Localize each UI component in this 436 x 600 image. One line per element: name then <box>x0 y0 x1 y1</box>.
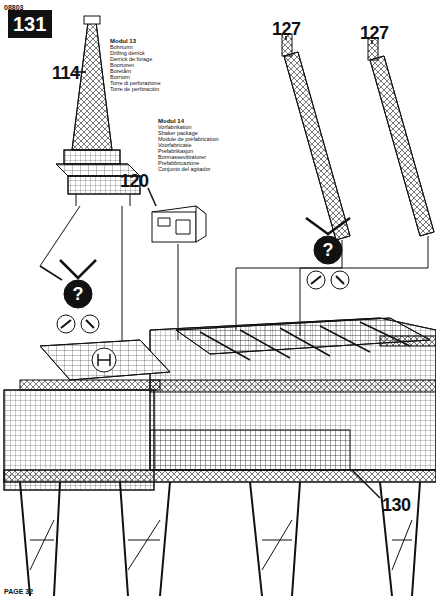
part-name: Boretårn <box>110 69 131 75</box>
part-name: Voorfabricatie <box>158 143 192 149</box>
part-name: Prefabrikasjon <box>158 149 193 155</box>
part-name: Boortoren <box>110 63 134 69</box>
callout-number: 130 <box>382 496 411 514</box>
callout-number: 120 <box>120 172 149 190</box>
page-number: PAGE 32 <box>4 588 33 595</box>
part-name: Vorfabrikation <box>158 125 192 131</box>
part-name: Torre di perforazione <box>110 81 160 87</box>
module-heading: Modul 13 <box>110 38 136 44</box>
part-name: Derrick de forage <box>110 57 152 63</box>
part-name: Bormassevibratorer <box>158 155 206 161</box>
part-name: Borrtorn <box>110 75 130 81</box>
question-mark: ? <box>323 241 334 259</box>
question-mark: ? <box>73 285 84 303</box>
part-name: Torre de perforación <box>110 87 159 93</box>
step-number: 131 <box>13 14 47 34</box>
part-name: Module de préfabrication <box>158 137 219 143</box>
step-number-box: 131 <box>8 10 52 38</box>
part-name: Drilling derrick <box>110 51 145 57</box>
part-name: Shaker package <box>158 131 198 137</box>
callout-number: 127 <box>360 24 389 42</box>
part-name: Prefabbricazione <box>158 161 199 167</box>
callout-number: 127 <box>272 20 301 38</box>
module-heading: Modul 14 <box>158 118 184 124</box>
part-name: Conjunto del agitador <box>158 167 210 173</box>
part-name: Bohrturm <box>110 45 133 51</box>
callout-number: 114 <box>52 64 80 82</box>
